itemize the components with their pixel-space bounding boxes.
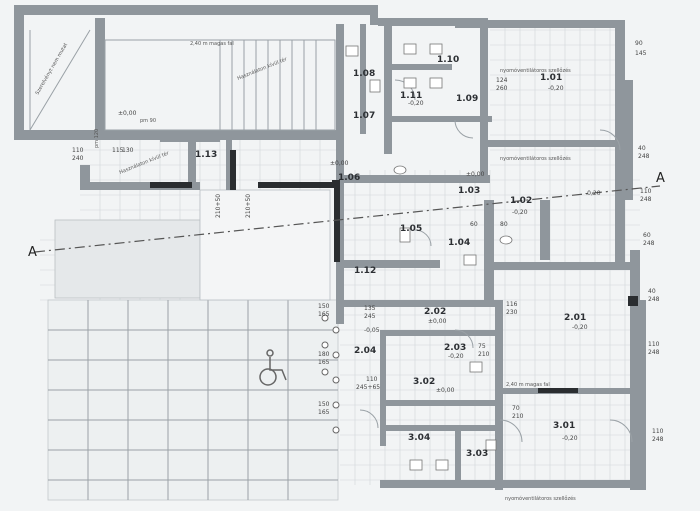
dimension-label: 135 — [364, 305, 376, 312]
dimension-label: 248 — [652, 436, 664, 443]
dimension-label: 150 — [318, 401, 330, 408]
dimension-label: 60 — [470, 221, 478, 228]
dimension-label: 260 — [496, 85, 508, 92]
room-label: 1.08 — [353, 69, 375, 79]
room-label: 1.06 — [338, 173, 360, 183]
room-label: 1.13 — [195, 150, 217, 160]
dimension-label: 210 — [512, 413, 524, 420]
section-line-a-a — [34, 185, 661, 253]
dimension-label: 248 — [648, 349, 660, 356]
plan-note: nyomóventilátoros szellőzés — [505, 495, 576, 502]
room-label: 3.02 — [413, 377, 435, 387]
dimension-label: 130 — [122, 147, 134, 154]
dimension-label: 210+50 — [245, 194, 252, 218]
level-marker: -0,05 — [364, 327, 380, 334]
walls-emphasized — [150, 150, 638, 393]
level-marker: -0,20 — [548, 85, 564, 92]
door-swings — [359, 79, 633, 443]
level-marker: ±0,00 — [330, 160, 349, 167]
room-label: 1.04 — [448, 238, 470, 248]
dimension-label: 240 — [72, 155, 84, 162]
plan-note: 2,40 m magas fal — [506, 382, 550, 388]
stair-block — [29, 29, 336, 131]
dimension-label: 165 — [318, 359, 330, 366]
dimension-label: 70 — [512, 405, 520, 412]
room-label: 2.01 — [564, 313, 586, 323]
paving-area — [47, 189, 339, 501]
level-marker: -0,20 — [585, 190, 601, 197]
dimension-label: 124 — [496, 77, 508, 84]
dimension-label: 145 — [635, 50, 647, 57]
room-label: 1.07 — [353, 111, 375, 121]
dimension-label: 245 — [364, 313, 376, 320]
room-label: 3.01 — [553, 421, 575, 431]
dimension-label: 210 — [478, 351, 490, 358]
room-label: 2.03 — [444, 343, 466, 353]
plan-note: pm 90 — [140, 118, 156, 124]
walls — [14, 5, 646, 490]
level-marker: -0,20 — [408, 100, 424, 107]
dimension-label: 110 — [652, 428, 664, 435]
dimension-label: 60 — [643, 232, 651, 239]
dimension-label: 40 — [648, 288, 656, 295]
dimension-label: 180 — [318, 351, 330, 358]
room-label: 1.02 — [510, 196, 532, 206]
section-label-left: A — [28, 245, 37, 260]
plan-note: nyomóventilátoros szellőzés — [500, 67, 571, 74]
room-label: 1.11 — [400, 91, 422, 101]
section-label-right: A — [656, 171, 665, 186]
dimension-label: 115 — [112, 147, 124, 154]
dimension-label: 150 — [318, 303, 330, 310]
dimension-label: 116 — [506, 301, 518, 308]
room-label: 3.03 — [466, 449, 488, 459]
level-marker: -0,20 — [512, 209, 528, 216]
level-marker: -0,20 — [572, 324, 588, 331]
room-label: 1.10 — [437, 55, 459, 65]
level-marker: ±0,00 — [466, 171, 485, 178]
dimension-label: 165 — [318, 311, 330, 318]
dimension-label: 248 — [648, 296, 660, 303]
level-marker: ±0,00 — [428, 318, 447, 325]
dimension-label: 110 — [72, 147, 84, 154]
room-label: 1.03 — [458, 186, 480, 196]
dimension-label: 40 — [638, 145, 646, 152]
room-label: 1.05 — [400, 224, 422, 234]
room-label: 2.04 — [354, 346, 376, 356]
fixtures — [29, 29, 633, 471]
plan-note: 2,40 m magas fal — [190, 41, 234, 47]
level-marker: ±0,00 — [436, 387, 455, 394]
dimension-label: 165 — [318, 409, 330, 416]
dimension-label: 90 — [635, 40, 643, 47]
plan-note: nyomóventilátoros szellőzés — [500, 155, 571, 162]
dimension-label: 80 — [500, 221, 508, 228]
dimension-label: 75 — [478, 343, 486, 350]
dimension-label: 210+50 — [215, 194, 222, 218]
dimension-label: 110 — [648, 341, 660, 348]
dimension-label: 110 — [366, 376, 378, 383]
room-label: 1.01 — [540, 73, 562, 83]
dimension-label: 248 — [638, 153, 650, 160]
dimension-label: 110 — [640, 188, 652, 195]
sanitary-fixtures — [345, 43, 513, 471]
dimension-label: 245+65 — [356, 384, 380, 391]
dimension-label: 248 — [640, 196, 652, 203]
room-label: 3.04 — [408, 433, 430, 443]
room-label: 1.09 — [456, 94, 478, 104]
dimension-labels: 110 240 115 130 90 145 40 248 110 248 60… — [72, 40, 664, 443]
plan-note: pm 120 — [94, 129, 100, 148]
accessibility-symbol — [259, 349, 287, 386]
room-label: 2.02 — [424, 307, 446, 317]
level-marker: ±0,00 — [118, 110, 137, 117]
room-labels: 1.08 1.07 1.11 1.10 1.09 1.01 1.13 1.06 … — [195, 55, 586, 459]
dimension-label: 230 — [506, 309, 518, 316]
level-marker: -0,20 — [448, 353, 464, 360]
columns — [321, 314, 340, 434]
level-marker: -0,20 — [562, 435, 578, 442]
room-label: 1.12 — [354, 266, 376, 276]
dimension-label: 248 — [643, 240, 655, 247]
level-markers: ±0,00 -0,20 -0,20 -0,20 -0,20 ±0,00 ±0,0… — [118, 85, 601, 442]
